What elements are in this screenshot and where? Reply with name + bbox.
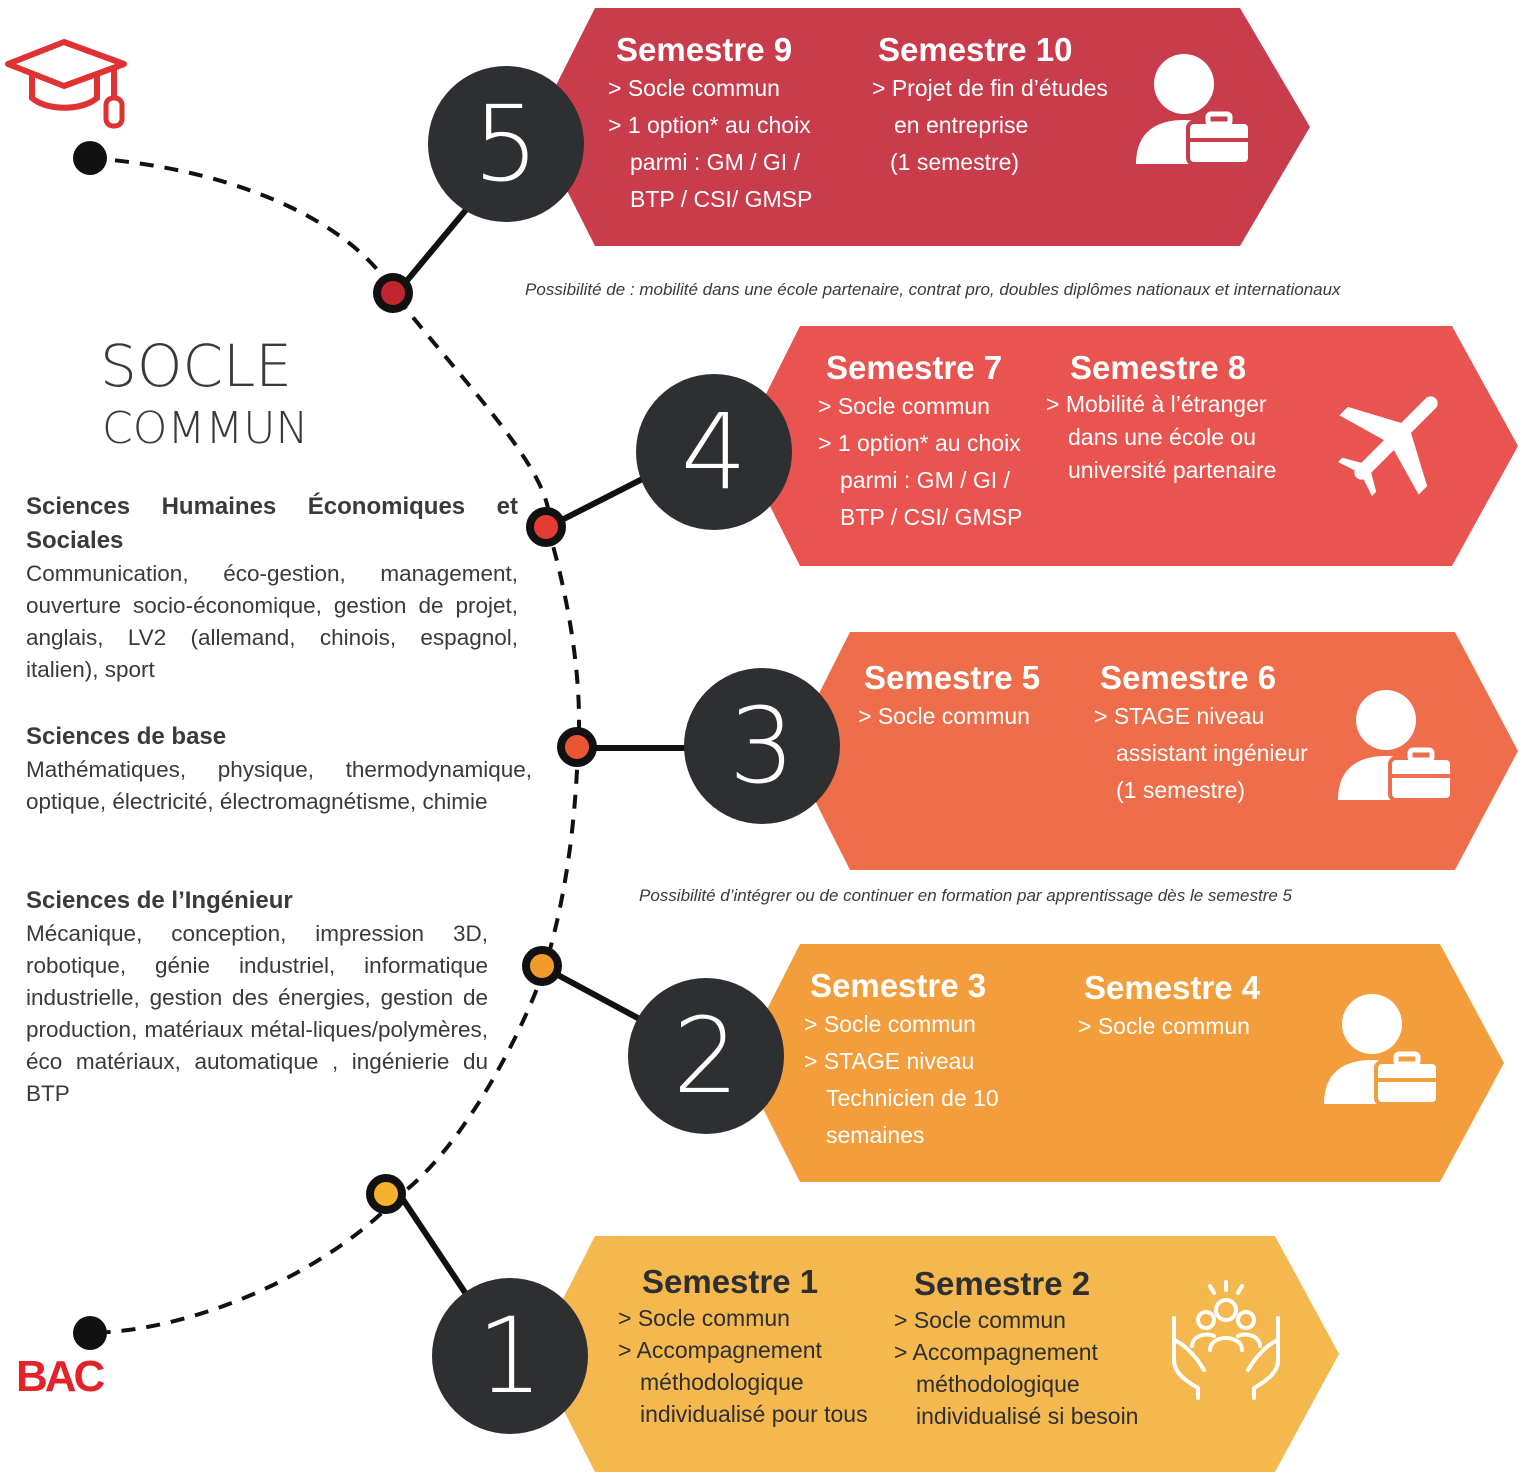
semester-6-block: Semestre 6 > STAGE niveau assistant ingé…: [1094, 658, 1308, 809]
year-2-banner: [740, 944, 1504, 1182]
semester-line: individualisé si besoin: [916, 1403, 1139, 1429]
timeline-dot-3: [557, 727, 597, 767]
semester-9-block: Semestre 9 > Socle commun > 1 option* au…: [608, 30, 812, 218]
airplane-icon: [1338, 396, 1438, 496]
socle-section-title: Sciences de base: [26, 723, 227, 750]
socle-title-line2: COMMUN: [102, 403, 309, 454]
semester-line: (1 semestre): [1116, 777, 1246, 803]
year-number-2: 2: [628, 978, 784, 1134]
semester-line: BTP / CSI/ GMSP: [840, 504, 1023, 530]
semester-line: > Socle commun: [1078, 1013, 1250, 1039]
semester-title: Semestre 2: [914, 1265, 1091, 1302]
semester-line: > Socle commun: [818, 393, 990, 419]
socle-title-line1: SOCLE: [100, 332, 292, 400]
bac-label: BAC: [16, 1352, 105, 1401]
socle-section-body: Mathématiques, physique, thermodynamique…: [26, 757, 532, 814]
semester-line: > STAGE niveau: [804, 1048, 975, 1074]
semester-10-block: Semestre 10 > Projet de fin d’études en …: [872, 30, 1108, 181]
start-dot-bottom: [73, 1316, 107, 1350]
semester-title: Semestre 7: [826, 349, 1003, 386]
semester-line: > STAGE niveau: [1094, 703, 1265, 729]
year-3-banner: [790, 632, 1518, 870]
semester-line: (1 semestre): [890, 149, 1020, 175]
year-number-1: 1: [432, 1278, 588, 1434]
hands-group-icon: [1172, 1280, 1280, 1400]
semester-line: université partenaire: [1068, 457, 1277, 483]
semester-line: > Socle commun: [804, 1011, 976, 1037]
socle-section-body: Mécanique, conception, impression 3D, ro…: [26, 921, 488, 1106]
semester-line: méthodologique: [916, 1371, 1080, 1397]
business-person-icon: [1324, 994, 1440, 1106]
semester-5-block: Semestre 5 > Socle commun: [858, 658, 1040, 735]
semester-title: Semestre 8: [1070, 349, 1247, 386]
graduation-cap-icon: [5, 39, 127, 129]
semester-line: > 1 option* au choix: [608, 112, 811, 138]
note-after-year3: Possibilité d’intégrer ou de continuer e…: [639, 886, 1292, 905]
socle-section-title: Sciences Humaines Économiques et Sociale…: [26, 493, 518, 554]
semester-title: Semestre 5: [864, 659, 1041, 696]
semester-title: Semestre 9: [616, 31, 793, 68]
semester-line: > 1 option* au choix: [818, 430, 1021, 456]
socle-section-ingenieur: Sciences de l’Ingénieur Mécanique, conce…: [26, 884, 488, 1110]
semester-title: Semestre 6: [1100, 659, 1277, 696]
timeline-dot-1: [366, 1174, 406, 1214]
end-dot-top: [73, 141, 107, 175]
semester-line: > Socle commun: [608, 75, 780, 101]
year-1-banner: [535, 1236, 1339, 1472]
socle-section-body: Communication, éco-gestion, management, …: [26, 561, 518, 682]
semester-title: Semestre 4: [1084, 969, 1261, 1006]
semester-line: > Projet de fin d’études: [872, 75, 1108, 101]
note-after-year5: Possibilité de : mobilité dans une école…: [525, 280, 1341, 299]
semester-line: > Socle commun: [858, 703, 1030, 729]
semester-title: Semestre 3: [810, 967, 987, 1004]
timeline-dot-4: [526, 507, 566, 547]
semester-2-block: Semestre 2 > Socle commun > Accompagneme…: [894, 1264, 1138, 1432]
semester-title: Semestre 1: [642, 1263, 819, 1300]
year-number-3: 3: [684, 668, 840, 824]
year-4-banner: [740, 326, 1518, 566]
connector-1: [397, 1193, 473, 1302]
business-person-icon: [1338, 690, 1454, 802]
semester-1-block: Semestre 1 > Socle commun > Accompagneme…: [618, 1262, 868, 1430]
socle-section-shes: Sciences Humaines Économiques et Sociale…: [26, 490, 518, 686]
semester-line: en entreprise: [894, 112, 1029, 138]
semester-line: > Socle commun: [894, 1307, 1066, 1333]
semester-line: semaines: [826, 1122, 925, 1148]
business-person-icon: [1136, 54, 1252, 166]
semester-line: > Mobilité à l’étranger: [1046, 391, 1267, 417]
semester-line: dans une école ou: [1068, 424, 1256, 450]
semester-line: Technicien de 10: [826, 1085, 999, 1111]
semester-line: individualisé pour tous: [640, 1401, 868, 1427]
semester-line: parmi : GM / GI /: [840, 467, 1010, 493]
semester-7-block: Semestre 7 > Socle commun > 1 option* au…: [818, 348, 1022, 536]
semester-3-block: Semestre 3 > Socle commun > STAGE niveau…: [804, 966, 999, 1154]
semester-line: > Accompagnement: [894, 1339, 1098, 1365]
semester-line: BTP / CSI/ GMSP: [630, 186, 813, 212]
year-number-4: 4: [636, 374, 792, 530]
semester-4-block: Semestre 4 > Socle commun: [1078, 968, 1260, 1045]
semester-line: > Accompagnement: [618, 1337, 822, 1363]
semester-8-block: Semestre 8 > Mobilité à l’étranger dans …: [1046, 348, 1276, 487]
semester-title: Semestre 10: [878, 31, 1073, 68]
timeline-dot-5: [373, 273, 413, 313]
socle-section-base: Sciences de base Mathématiques, physique…: [26, 720, 532, 818]
year-number-5: 5: [428, 66, 584, 222]
timeline-dot-2: [522, 946, 562, 986]
semester-line: > Socle commun: [618, 1305, 790, 1331]
year-5-banner: [535, 8, 1310, 246]
semester-line: assistant ingénieur: [1116, 740, 1308, 766]
semester-line: parmi : GM / GI /: [630, 149, 800, 175]
socle-section-title: Sciences de l’Ingénieur: [26, 887, 293, 914]
semester-line: méthodologique: [640, 1369, 804, 1395]
